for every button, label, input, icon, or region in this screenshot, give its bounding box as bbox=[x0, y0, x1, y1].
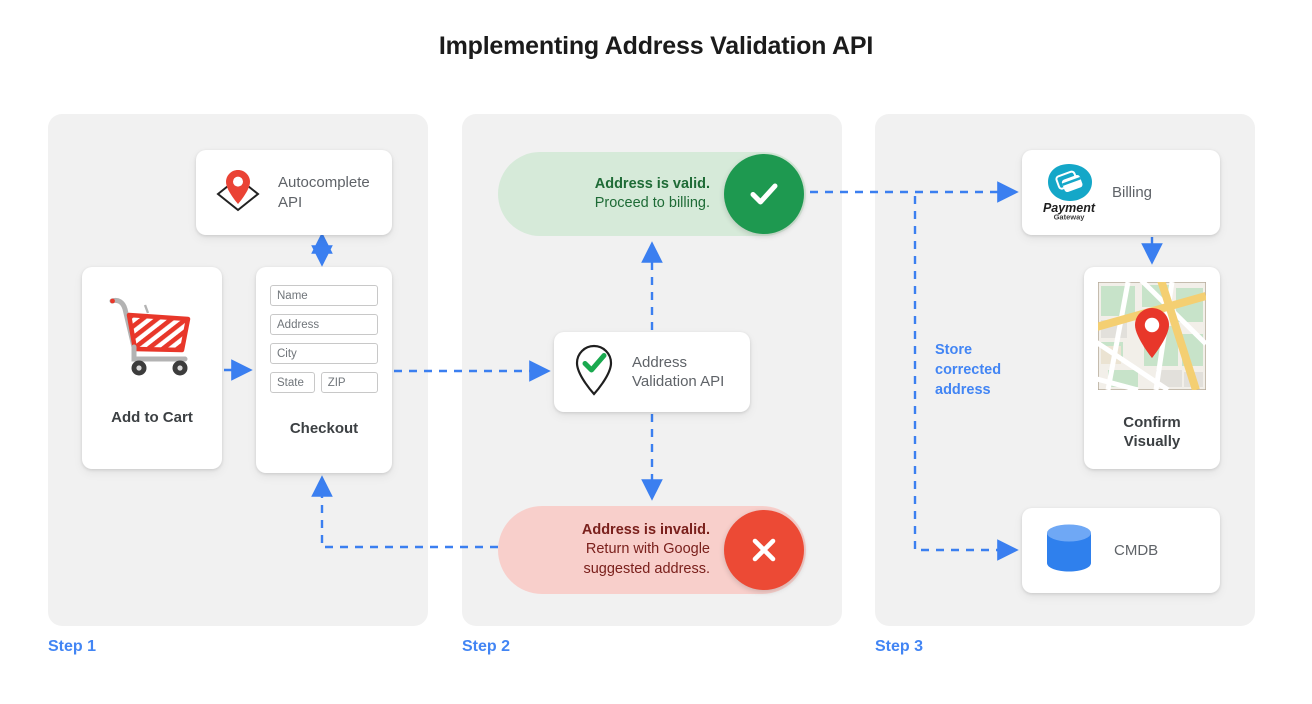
payment-gateway-logo-icon: Payment Gateway bbox=[1036, 159, 1102, 226]
map-thumbnail-icon bbox=[1091, 275, 1208, 395]
step-1-label: Step 1 bbox=[48, 638, 97, 655]
address-valid-subline: Proceed to billing. bbox=[594, 195, 710, 211]
address-valid-headline: Address is valid. bbox=[594, 175, 710, 192]
city-field[interactable]: City bbox=[270, 343, 378, 364]
store-corrected-address-note: Store corrected address bbox=[935, 342, 1002, 398]
database-cylinder-icon bbox=[1044, 522, 1094, 579]
address-invalid-subline-1: Return with Google bbox=[585, 541, 710, 558]
address-invalid-pill: Address is invalid. Return with Google s… bbox=[498, 506, 806, 594]
state-zip-row: State ZIP bbox=[270, 372, 378, 393]
zip-field[interactable]: ZIP bbox=[320, 372, 378, 393]
confirm-visually-card[interactable]: Confirm Visually bbox=[1084, 267, 1220, 469]
map-pin-envelope-icon bbox=[210, 164, 266, 221]
checkout-label: Checkout bbox=[289, 420, 359, 437]
checkout-card[interactable]: Name Address City State ZIP Checkout bbox=[256, 267, 392, 473]
state-field[interactable]: State bbox=[270, 372, 315, 393]
address-field[interactable]: Address bbox=[270, 314, 378, 335]
autocomplete-api-label: Autocomplete API bbox=[278, 174, 370, 211]
address-valid-pill: Address is valid. Proceed to billing. bbox=[498, 152, 806, 236]
shopping-cart-icon bbox=[104, 289, 200, 386]
cmdb-label: CMDB bbox=[1114, 541, 1159, 559]
check-icon bbox=[724, 154, 804, 234]
name-field[interactable]: Name bbox=[270, 285, 378, 306]
page-title: Implementing Address Validation API bbox=[438, 32, 874, 60]
svg-text:Payment: Payment bbox=[1043, 201, 1096, 215]
map-pin-check-icon bbox=[570, 342, 618, 403]
add-to-cart-label: Add to Cart bbox=[111, 409, 193, 426]
billing-card[interactable]: Payment Gateway Billing bbox=[1022, 150, 1220, 235]
svg-text:Gateway: Gateway bbox=[1054, 213, 1086, 222]
close-x-icon bbox=[724, 510, 804, 590]
step-3-label: Step 3 bbox=[875, 638, 924, 655]
step-2-label: Step 2 bbox=[462, 638, 511, 655]
cmdb-card[interactable]: CMDB bbox=[1022, 508, 1220, 593]
address-invalid-text: Address is invalid. Return with Google s… bbox=[582, 521, 724, 578]
address-validation-api-card[interactable]: Address Validation API bbox=[554, 332, 750, 412]
autocomplete-api-card[interactable]: Autocomplete API bbox=[196, 150, 392, 235]
address-invalid-subline-2: suggested address. bbox=[583, 560, 710, 577]
address-invalid-headline: Address is invalid. bbox=[581, 522, 710, 539]
address-validation-api-label: Address Validation API bbox=[632, 353, 725, 390]
confirm-visually-label: Confirm Visually bbox=[1123, 414, 1181, 451]
billing-label: Billing bbox=[1112, 183, 1153, 201]
address-valid-text: Address is valid. Proceed to billing. bbox=[595, 175, 724, 213]
add-to-cart-card[interactable]: Add to Cart bbox=[82, 267, 222, 469]
